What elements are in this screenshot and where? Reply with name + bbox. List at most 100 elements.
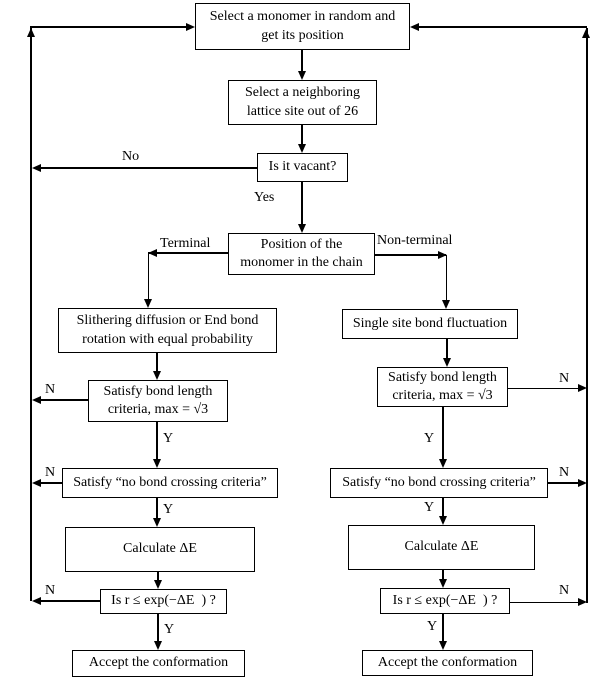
node-bond-crossing-right: Satisfy “no bond crossing criteria” [330, 468, 548, 498]
arrowhead-down-icon [438, 579, 447, 588]
edge-vacant-no [38, 167, 257, 169]
edge-metropolis-y-left [157, 614, 159, 642]
edge-vacant-yes [301, 182, 303, 225]
edge-label-nonterminal: Non-terminal [377, 233, 453, 248]
edge-nonterminal-horizontal [375, 254, 446, 256]
right-loop-top-line [419, 26, 587, 28]
node-text: criteria, max = √3 [107, 402, 209, 417]
node-monomer-position: Position of the monomer in the chain [228, 233, 375, 275]
node-text: get its position [261, 27, 344, 43]
edge-bondcrossing-y-left [156, 498, 158, 519]
node-metropolis-left: Is r ≤ exp(−ΔE ) ? [100, 589, 227, 614]
node-slithering-diffusion: Slithering diffusion or End bond rotatio… [58, 308, 277, 353]
node-accept-right: Accept the conformation [362, 650, 533, 676]
arrowhead-left-icon [31, 596, 41, 605]
edge-label-y: Y [424, 431, 435, 446]
edge-select-monomer-to-site [301, 50, 303, 71]
node-text: Is r ≤ exp(−ΔE ) ? [111, 593, 216, 609]
node-text: lattice site out of 26 [246, 103, 359, 119]
arrowhead-left-icon [410, 22, 419, 31]
node-text: monomer in the chain [240, 255, 363, 270]
arrowhead-down-icon [152, 459, 161, 468]
edge-bondlength-n-left [38, 399, 88, 401]
node-select-lattice-site: Select a neighboring lattice site out of… [228, 80, 377, 125]
arrowhead-down-icon [153, 641, 162, 650]
arrowhead-right-icon [438, 250, 447, 259]
arrowhead-left-icon [31, 395, 41, 404]
edge-bondlength-n-right [508, 387, 578, 389]
right-loop-line [586, 28, 588, 603]
edge-terminal-vertical [147, 253, 150, 300]
node-text: Select a monomer in random and [209, 9, 396, 25]
edge-nonterminal-vertical [445, 255, 448, 301]
edge-label-n: N [45, 382, 56, 397]
arrowhead-right-icon [578, 478, 587, 487]
left-loop-top-line [30, 26, 187, 28]
node-text: Satisfy “no bond crossing criteria” [73, 474, 267, 490]
edge-label-y: Y [427, 619, 438, 634]
arrowhead-left-icon [148, 248, 157, 257]
edge-label-n: N [45, 583, 56, 598]
node-text: Is r ≤ exp(−ΔE ) ? [392, 592, 498, 608]
node-text: Accept the conformation [88, 655, 229, 671]
edge-label-no: No [122, 149, 140, 164]
arrowhead-down-icon [442, 358, 451, 367]
arrowhead-down-icon [297, 144, 306, 153]
edge-terminal-horizontal [148, 252, 229, 254]
arrowhead-right-icon [578, 597, 587, 606]
node-bond-length-left: Satisfy bond length criteria, max = √3 [88, 380, 228, 422]
arrowhead-down-icon [297, 71, 306, 80]
edge-slithering-to-bondlength [156, 353, 158, 372]
edge-energy-to-metropolis-left [157, 572, 159, 581]
arrowhead-down-icon [144, 299, 153, 308]
arrowhead-down-icon [438, 459, 447, 468]
arrowhead-down-icon [297, 224, 306, 233]
edge-metropolis-n-right [510, 601, 578, 603]
node-text: Calculate ΔE [123, 541, 197, 557]
node-bond-crossing-left: Satisfy “no bond crossing criteria” [62, 468, 278, 498]
arrowhead-down-icon [152, 518, 161, 527]
edge-metropolis-n-left [38, 600, 100, 602]
node-text: Select a neighboring [244, 85, 361, 101]
edge-bondcrossing-n-left [38, 482, 62, 484]
node-is-vacant: Is it vacant? [257, 153, 348, 182]
node-calculate-energy-right: Calculate ΔE [348, 525, 535, 570]
arrowhead-down-icon [438, 516, 447, 525]
edge-label-n: N [559, 583, 570, 598]
arrowhead-right-icon [186, 22, 195, 31]
edge-energy-to-metropolis-right [442, 570, 444, 580]
edge-label-n: N [559, 465, 570, 480]
edge-label-y: Y [164, 622, 175, 637]
arrowhead-right-icon [578, 383, 587, 392]
arrowhead-up-icon [582, 29, 591, 38]
edge-bondcrossing-y-right [442, 498, 444, 517]
edge-bondlength-y-right [442, 407, 444, 460]
node-calculate-energy-left: Calculate ΔE [65, 527, 255, 572]
node-text: Satisfy bond length [103, 383, 213, 399]
edge-bondcrossing-n-right [548, 482, 578, 484]
edge-site-to-vacant [301, 125, 303, 144]
arrowhead-left-icon [31, 163, 41, 172]
node-bond-length-right: Satisfy bond length criteria, max = √3 [377, 367, 508, 407]
left-loop-line [30, 27, 32, 601]
edge-label-y: Y [424, 500, 435, 515]
node-text: Calculate ΔE [404, 539, 479, 555]
arrowhead-down-icon [442, 300, 451, 309]
edge-bondlength-y-left [156, 422, 158, 460]
edge-label-n: N [45, 465, 56, 480]
node-accept-left: Accept the conformation [72, 650, 245, 677]
arrowhead-up-icon [26, 28, 35, 37]
arrowhead-down-icon [153, 580, 162, 589]
node-text: Accept the conformation [377, 654, 518, 670]
edge-label-terminal: Terminal [160, 236, 211, 251]
node-text: rotation with equal probability [82, 331, 253, 347]
edge-label-y: Y [163, 431, 174, 446]
arrowhead-left-icon [31, 478, 41, 487]
node-single-site-fluctuation: Single site bond fluctuation [342, 309, 518, 339]
edge-singlesite-to-bondlength [446, 339, 448, 359]
node-select-monomer: Select a monomer in random and get its p… [195, 3, 410, 50]
edge-label-yes: Yes [254, 190, 275, 205]
edge-metropolis-y-right [442, 614, 444, 642]
node-text: Is it vacant? [268, 159, 337, 175]
